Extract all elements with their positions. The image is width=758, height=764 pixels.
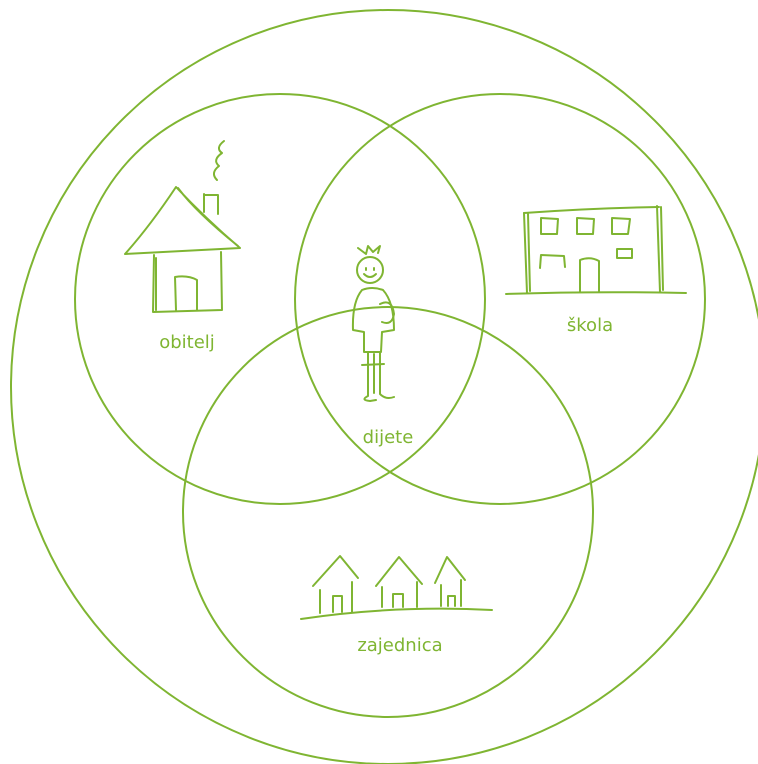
child-icon (351, 245, 395, 402)
house-icon (124, 140, 241, 313)
outer-circle (10, 9, 758, 764)
school-building-icon (505, 205, 687, 295)
family-label: obitelj (159, 332, 215, 353)
village-houses-icon (300, 555, 493, 620)
school-circle (294, 93, 706, 505)
community-label: zajednica (357, 635, 442, 656)
community-circle (182, 306, 594, 718)
school-label: škola (567, 315, 613, 336)
child-label: dijete (363, 427, 414, 448)
family-circle (74, 93, 486, 505)
